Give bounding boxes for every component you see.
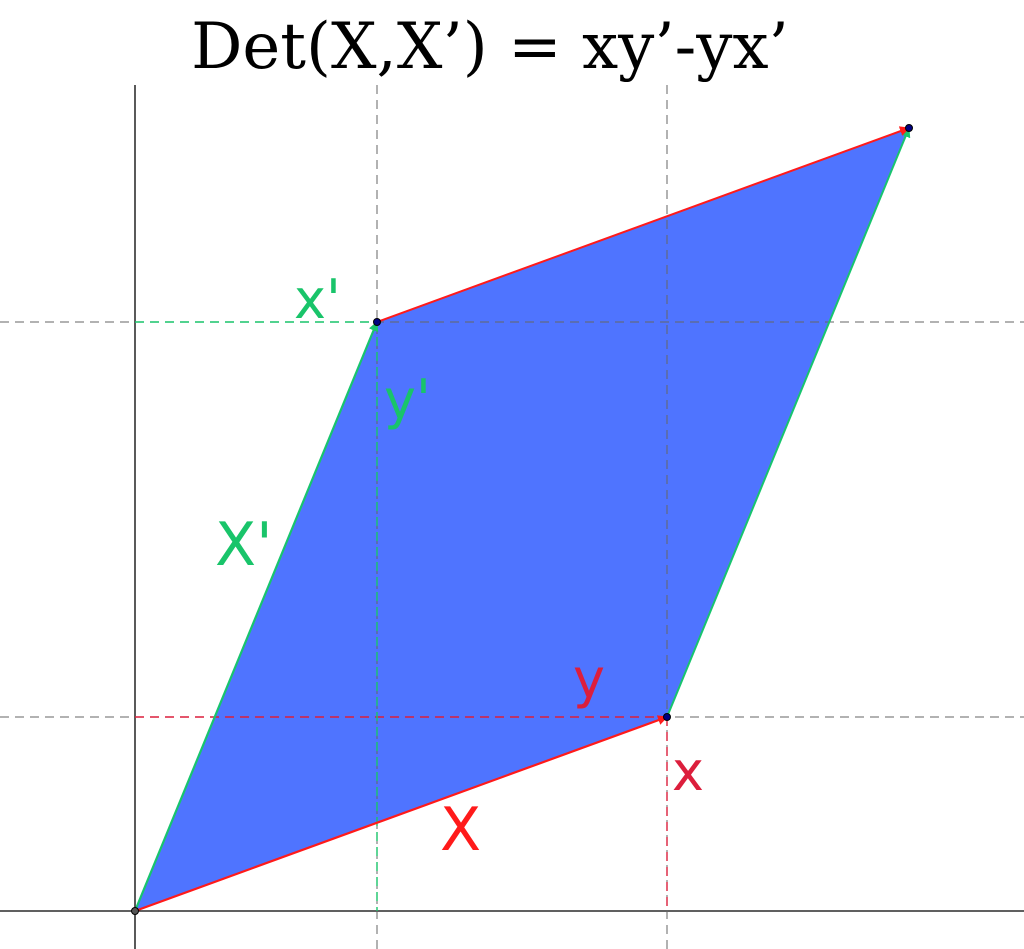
vector-x-prime-translated: [666, 127, 911, 718]
parallelogram-area: [135, 128, 909, 911]
origin-point: [131, 907, 139, 915]
label-y: y: [573, 647, 605, 710]
vector-x: [134, 715, 668, 913]
label-vector-x: X: [440, 795, 481, 865]
point-x-prime: [373, 318, 381, 326]
label-y-prime: y': [384, 368, 431, 431]
label-x: x: [672, 740, 704, 803]
vector-x-prime: [133, 321, 379, 912]
point-sum: [905, 124, 913, 132]
label-x-prime: x': [294, 268, 341, 331]
vector-x-translated: [376, 126, 910, 323]
label-vector-x-prime: X': [215, 510, 273, 580]
formula-title: Det(X,X’) = xy’-yx’: [191, 10, 789, 84]
point-x: [663, 713, 671, 721]
